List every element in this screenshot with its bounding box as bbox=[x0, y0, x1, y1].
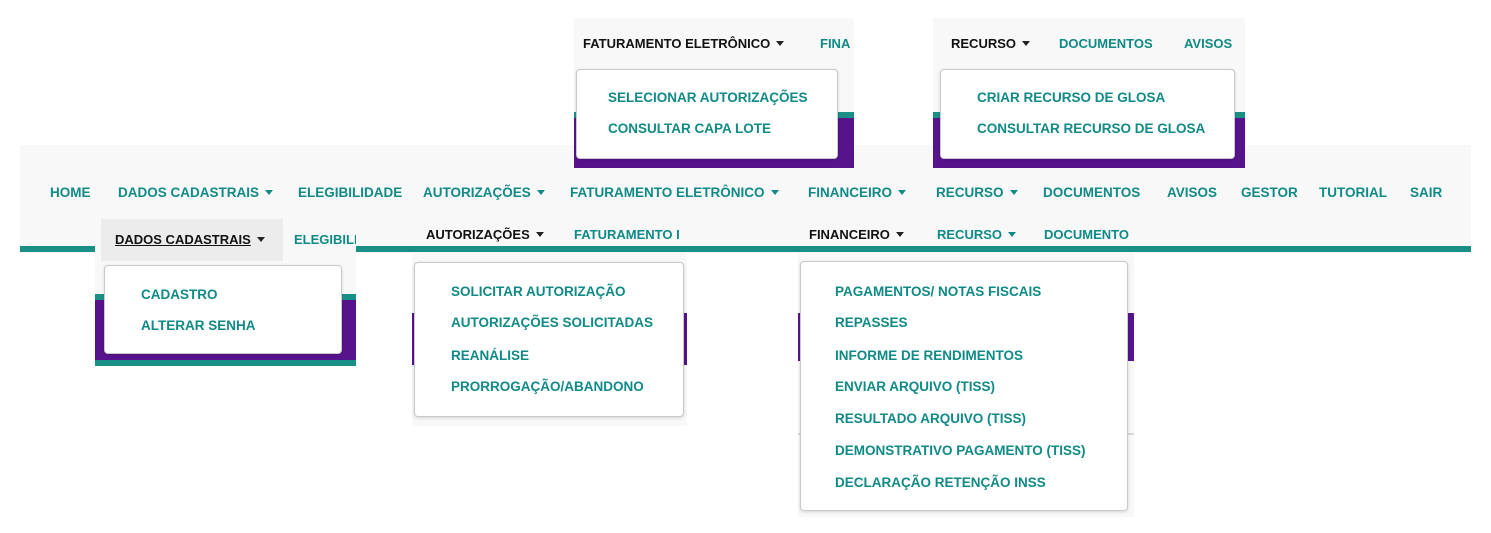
menu-item-resultado-arquivo-tiss[interactable]: RESULTADO ARQUIVO (TISS) bbox=[835, 411, 1026, 426]
caret-down-icon bbox=[256, 237, 265, 242]
menu-item-reanalise[interactable]: REANÁLISE bbox=[451, 348, 530, 363]
caret-down-icon bbox=[1009, 190, 1018, 195]
autorizacoes-dropdown-panel: AUTORIZAÇÕES FATURAMENTO I SOLICITAR AUT… bbox=[412, 215, 687, 426]
panel-teal-bar bbox=[412, 246, 687, 252]
nav-sair[interactable]: SAIR bbox=[1410, 185, 1443, 200]
dados-cadastrais-header[interactable]: DADOS CADASTRAIS bbox=[115, 232, 265, 248]
menu-item-prorrogacao-abandono[interactable]: PRORROGAÇÃO/ABANDONO bbox=[451, 379, 644, 394]
dados-cadastrais-menu: CADASTRO ALTERAR SENHA bbox=[104, 265, 342, 354]
menu-item-autorizacoes-solicitadas[interactable]: AUTORIZAÇÕES SOLICITADAS bbox=[451, 315, 654, 330]
financeiro-header-label: FINANCEIRO bbox=[809, 227, 890, 242]
nav-gestor[interactable]: GESTOR bbox=[1241, 185, 1298, 200]
nav-tutorial[interactable]: TUTORIAL bbox=[1319, 185, 1387, 200]
dados-cadastrais-header-label: DADOS CADASTRAIS bbox=[115, 232, 251, 247]
nav-documentos[interactable]: DOCUMENTOS bbox=[1043, 185, 1141, 200]
menu-item-pagamentos-notas-fiscais[interactable]: PAGAMENTOS/ NOTAS FISCAIS bbox=[835, 284, 1042, 299]
dados-cadastrais-dropdown-panel: DADOS CADASTRAIS ELEGIBILI CADASTRO ALTE… bbox=[95, 215, 356, 366]
menu-item-declaracao-retencao-inss[interactable]: DECLARAÇÃO RETENÇÃO INSS bbox=[835, 475, 1046, 490]
financeiro-menu: PAGAMENTOS/ NOTAS FISCAIS REPASSES INFOR… bbox=[800, 261, 1128, 511]
caret-down-icon bbox=[895, 232, 904, 237]
nav-home[interactable]: HOME bbox=[50, 185, 91, 200]
autorizacoes-header[interactable]: AUTORIZAÇÕES bbox=[426, 227, 544, 243]
caret-down-icon bbox=[898, 190, 906, 195]
avisos-header[interactable]: AVISOS bbox=[1184, 36, 1233, 51]
main-navbar-underline bbox=[20, 246, 1471, 252]
nav-recurso-label: RECURSO bbox=[936, 185, 1004, 200]
menu-item-criar-recurso-glosa[interactable]: CRIAR RECURSO DE GLOSA bbox=[977, 90, 1166, 105]
caret-down-icon bbox=[265, 190, 274, 195]
financeiro-header[interactable]: FINANCEIRO bbox=[809, 227, 904, 243]
caret-down-icon bbox=[535, 232, 544, 237]
nav-dados-cadastrais-label: DADOS CADASTRAIS bbox=[118, 185, 260, 200]
nav-financeiro[interactable]: FINANCEIRO bbox=[808, 185, 906, 201]
faturamento-dropdown-panel: FATURAMENTO ELETRÔNICO FINA SELECIONAR A… bbox=[574, 18, 854, 168]
nav-recurso[interactable]: RECURSO bbox=[936, 185, 1018, 201]
menu-item-consultar-recurso-glosa[interactable]: CONSULTAR RECURSO DE GLOSA bbox=[977, 121, 1206, 136]
menu-item-solicitar-autorizacao[interactable]: SOLICITAR AUTORIZAÇÃO bbox=[451, 284, 626, 299]
faturamento-header-partial[interactable]: FATURAMENTO I bbox=[574, 227, 680, 242]
menu-item-repasses[interactable]: REPASSES bbox=[835, 315, 908, 330]
documentos-header-partial[interactable]: DOCUMENTO bbox=[1044, 227, 1129, 242]
menu-item-enviar-arquivo-tiss[interactable]: ENVIAR ARQUIVO (TISS) bbox=[835, 379, 996, 394]
nav-elegibilidade[interactable]: ELEGIBILIDADE bbox=[298, 185, 403, 200]
caret-down-icon bbox=[770, 190, 779, 195]
panel-teal-bar bbox=[798, 246, 1134, 252]
caret-down-icon bbox=[1008, 232, 1017, 237]
recurso-header-partial-label: RECURSO bbox=[937, 227, 1003, 242]
documentos-header[interactable]: DOCUMENTOS bbox=[1059, 36, 1153, 51]
nav-faturamento-label: FATURAMENTO ELETRÔNICO bbox=[570, 185, 765, 200]
recurso-header[interactable]: RECURSO bbox=[951, 36, 1031, 52]
caret-down-icon bbox=[1022, 41, 1031, 46]
menu-item-informe-rendimentos[interactable]: INFORME DE RENDIMENTOS bbox=[835, 348, 1024, 363]
nav-autorizacoes-label: AUTORIZAÇÕES bbox=[423, 185, 531, 200]
nav-autorizacoes[interactable]: AUTORIZAÇÕES bbox=[423, 185, 545, 201]
recurso-header-partial[interactable]: RECURSO bbox=[937, 227, 1017, 243]
autorizacoes-header-label: AUTORIZAÇÕES bbox=[426, 227, 530, 242]
faturamento-header-label: FATURAMENTO ELETRÔNICO bbox=[583, 36, 771, 51]
menu-item-selecionar-autorizacoes[interactable]: SELECIONAR AUTORIZAÇÕES bbox=[608, 90, 808, 105]
menu-item-cadastro[interactable]: CADASTRO bbox=[141, 287, 218, 302]
financeiro-dropdown-panel: FINANCEIRO RECURSO DOCUMENTO PAGAMENTOS/… bbox=[798, 215, 1134, 517]
nav-financeiro-label: FINANCEIRO bbox=[808, 185, 892, 200]
active-item-highlight bbox=[101, 219, 283, 261]
faturamento-header[interactable]: FATURAMENTO ELETRÔNICO bbox=[583, 36, 785, 52]
menu-item-demonstrativo-pagamento-tiss[interactable]: DEMONSTRATIVO PAGAMENTO (TISS) bbox=[835, 443, 1086, 458]
financeiro-header-partial[interactable]: FINA bbox=[820, 36, 851, 51]
caret-down-icon bbox=[776, 41, 785, 46]
recurso-dropdown-panel: RECURSO DOCUMENTOS AVISOS CRIAR RECURSO … bbox=[933, 18, 1245, 168]
elegibilidade-header-partial[interactable]: ELEGIBILI bbox=[294, 232, 356, 247]
nav-faturamento[interactable]: FATURAMENTO ELETRÔNICO bbox=[570, 185, 779, 201]
recurso-header-label: RECURSO bbox=[951, 36, 1017, 51]
autorizacoes-menu: SOLICITAR AUTORIZAÇÃO AUTORIZAÇÕES SOLIC… bbox=[414, 262, 684, 417]
menu-item-consultar-capa-lote[interactable]: CONSULTAR CAPA LOTE bbox=[608, 121, 771, 136]
menu-item-alterar-senha[interactable]: ALTERAR SENHA bbox=[141, 318, 256, 333]
faturamento-menu: SELECIONAR AUTORIZAÇÕES CONSULTAR CAPA L… bbox=[576, 69, 838, 159]
caret-down-icon bbox=[536, 190, 545, 195]
recurso-menu: CRIAR RECURSO DE GLOSA CONSULTAR RECURSO… bbox=[940, 69, 1235, 159]
nav-dados-cadastrais[interactable]: DADOS CADASTRAIS bbox=[118, 185, 274, 201]
nav-avisos[interactable]: AVISOS bbox=[1167, 185, 1218, 200]
panel-teal-bar-bottom bbox=[95, 360, 356, 366]
